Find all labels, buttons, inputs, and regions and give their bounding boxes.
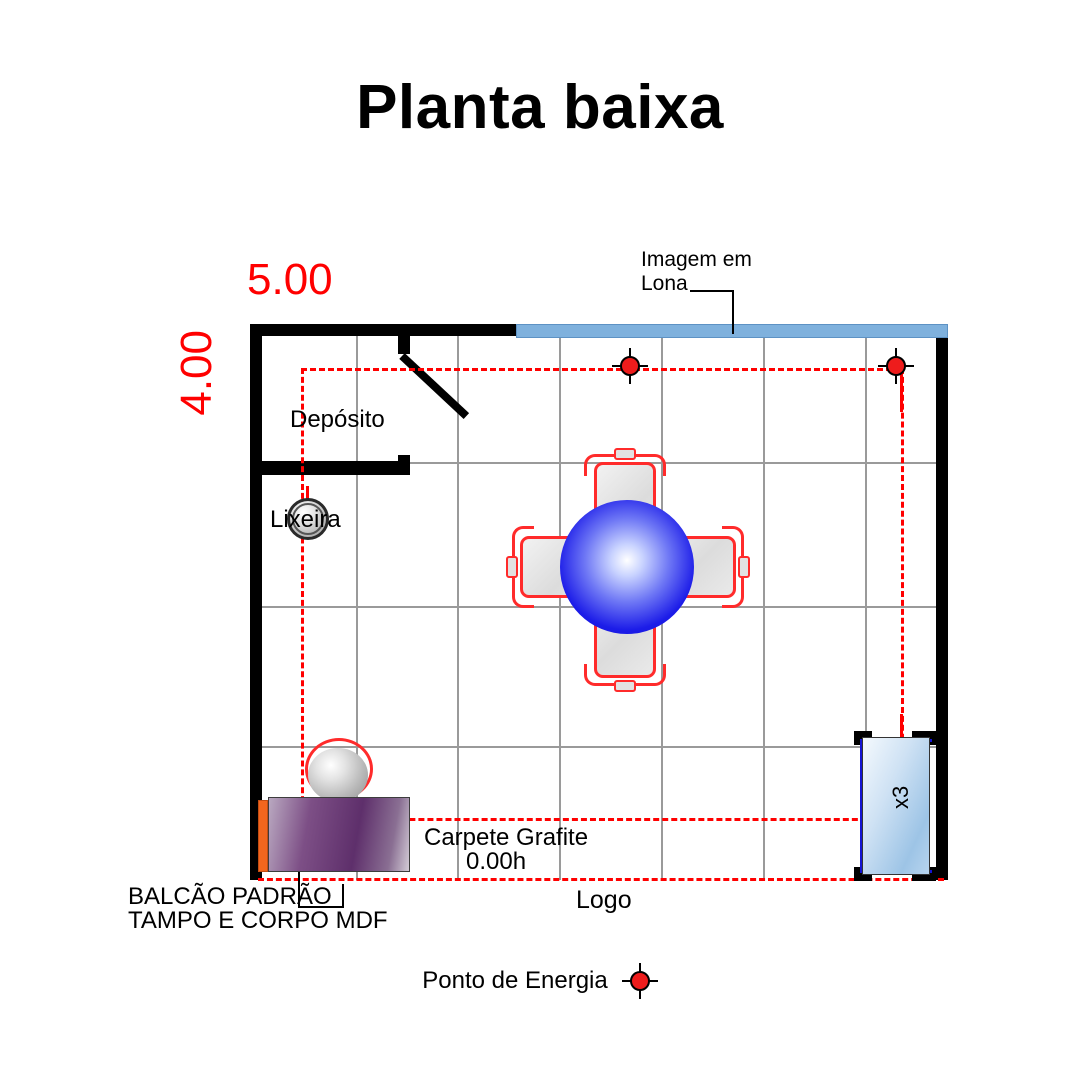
counter-leader-line: [298, 872, 300, 908]
chair-top-nub: [614, 448, 636, 460]
grid-line-vertical: [559, 336, 561, 880]
trash-bin-inner-ring: [292, 503, 324, 535]
meeting-table-set: [506, 448, 766, 692]
counter-balcao: [268, 797, 410, 872]
power-point-icon: [612, 348, 648, 384]
dimension-depth-label: 4.00: [172, 330, 221, 416]
counter-leader-line: [298, 906, 344, 908]
wiring-drop: [900, 360, 903, 412]
stool-sphere: [308, 748, 368, 802]
legend-power-point-icon: [621, 963, 658, 999]
label-balcao-line2: TAMPO E CORPO MDF: [128, 907, 388, 934]
power-point-icon: [878, 348, 914, 384]
page-title: Planta baixa: [356, 73, 724, 142]
counter-side-panel: [258, 800, 268, 872]
counter-leader-line: [342, 884, 344, 908]
label-balcao-line1: BALCÃO PADRÃO: [128, 883, 332, 910]
grid-line-vertical: [865, 336, 867, 880]
label-lixeira: Lixeira: [270, 506, 341, 533]
chair-left-nub: [506, 556, 518, 578]
table-sphere: [560, 500, 694, 634]
legend: Ponto de Energia: [0, 963, 1080, 999]
banner-leader-line: [732, 290, 734, 334]
panel-rail-left: [860, 739, 863, 873]
wall-storage-jamb: [398, 336, 410, 354]
wall-storage-corner: [398, 455, 410, 475]
grid-line-vertical: [356, 336, 358, 880]
wiring-run-perimeter: [258, 878, 944, 881]
chair-right-nub: [738, 556, 750, 578]
wiring-run-right: [901, 368, 904, 820]
banner-leader-line: [690, 290, 734, 292]
wall-right: [936, 324, 948, 880]
grid-line-vertical: [457, 336, 459, 880]
wall-storage-partition: [262, 461, 410, 475]
label-carpete-line2: 0.00h: [466, 848, 527, 875]
label-carpete-line1: Carpete Grafite: [424, 824, 589, 851]
label-imagem-lona-line1: Imagem em: [641, 248, 752, 271]
panel-face: [862, 737, 930, 875]
label-deposito: Depósito: [290, 406, 385, 433]
wiring-run-top: [301, 368, 901, 371]
label-panel-quantity: x3: [888, 785, 913, 809]
wiring-run-left: [301, 368, 304, 820]
wall-left: [250, 324, 262, 880]
wiring-run-bottom: [301, 818, 903, 821]
label-logo: Logo: [576, 886, 632, 914]
display-panel-unit: x3: [854, 731, 936, 881]
dimension-width-label: 5.00: [247, 255, 333, 304]
grid-line-horizontal: [262, 746, 936, 748]
wall-top: [250, 324, 518, 336]
label-imagem-lona-line2: Lona: [641, 272, 688, 295]
chair-bottom-nub: [614, 680, 636, 692]
legend-power-point-label: Ponto de Energia: [422, 967, 608, 994]
grid-line-vertical: [763, 336, 765, 880]
